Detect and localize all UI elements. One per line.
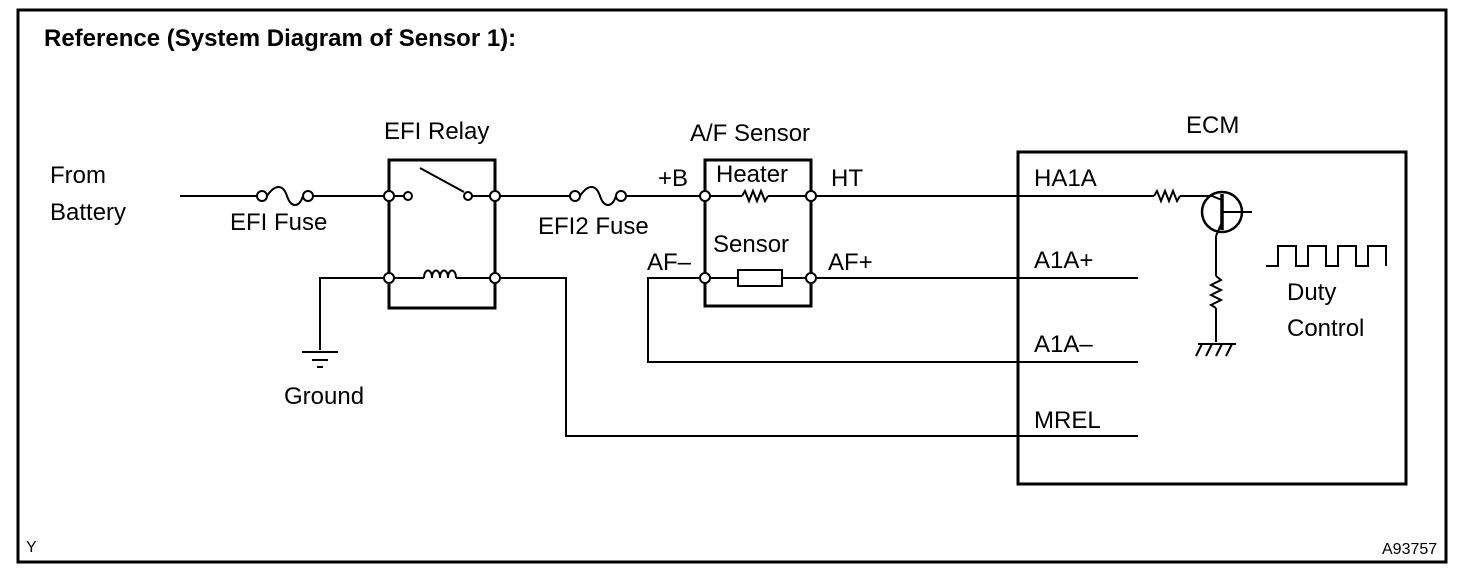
mrel-wire — [500, 277, 1138, 437]
transistor-symbol — [1200, 190, 1252, 276]
duty-control-label-line1: Duty — [1287, 279, 1336, 306]
efi-fuse-label: EFI Fuse — [230, 209, 327, 236]
af-plus-label: AF+ — [828, 249, 873, 276]
ecm-box — [1016, 150, 1408, 486]
sensor-terminal-af-plus — [805, 272, 817, 284]
ecm-terminal-a1a-minus: A1A– — [1034, 331, 1093, 358]
chassis-ground-symbol — [1195, 343, 1236, 357]
heater-resistor-symbol — [705, 188, 811, 204]
efi-fuse-symbol — [256, 186, 314, 206]
efi-relay-box — [387, 158, 497, 310]
plus-b-label: +B — [658, 165, 688, 192]
relay-terminal-out — [489, 190, 501, 202]
ecm-label: ECM — [1186, 112, 1239, 139]
efi-relay-label: EFI Relay — [384, 118, 489, 145]
ecm-terminal-a1a-plus: A1A+ — [1034, 247, 1093, 274]
af-sensor-box — [703, 158, 813, 308]
pulldown-resistor-symbol — [1208, 275, 1224, 342]
efi2-fuse-symbol — [569, 186, 627, 206]
sensor-element-symbol — [705, 269, 811, 287]
duty-pulse-icon — [1266, 245, 1387, 267]
relay-coil-terminal-right — [489, 272, 501, 284]
af-minus-label: AF– — [647, 249, 692, 276]
corner-mark-y: Y — [26, 539, 37, 556]
ecm-base-resistor-symbol — [1153, 188, 1212, 204]
sensor-terminal-ht — [805, 190, 817, 202]
relay-coil-terminal-left — [383, 272, 395, 284]
sensor-label: Sensor — [713, 231, 789, 258]
heater-label: Heater — [716, 161, 788, 188]
ht-label: HT — [831, 165, 863, 192]
relay-switch-symbol — [389, 167, 495, 201]
sensor-terminal-af-minus — [699, 272, 711, 284]
ground-label: Ground — [284, 383, 364, 410]
af-sensor-label: A/F Sensor — [690, 120, 810, 147]
figure-id: A93757 — [1382, 541, 1437, 558]
duty-control-label-line2: Control — [1287, 315, 1364, 342]
relay-terminal-in — [383, 190, 395, 202]
af-minus-to-a1a-minus-wire — [647, 277, 1138, 363]
ecm-terminal-ha1a: HA1A — [1034, 165, 1097, 192]
efi2-fuse-label: EFI2 Fuse — [538, 213, 649, 240]
outer-border — [16, 8, 1448, 564]
from-battery-label-line1: From — [50, 162, 106, 189]
from-battery-label-line2: Battery — [50, 199, 126, 226]
ground-symbol — [302, 351, 338, 368]
diagram-title: Reference (System Diagram of Sensor 1): — [44, 25, 516, 52]
relay-coil-symbol — [389, 269, 495, 279]
ecm-terminal-mrel: MREL — [1034, 407, 1101, 434]
ground-wire — [319, 277, 384, 350]
sensor-terminal-plus-b — [699, 190, 711, 202]
